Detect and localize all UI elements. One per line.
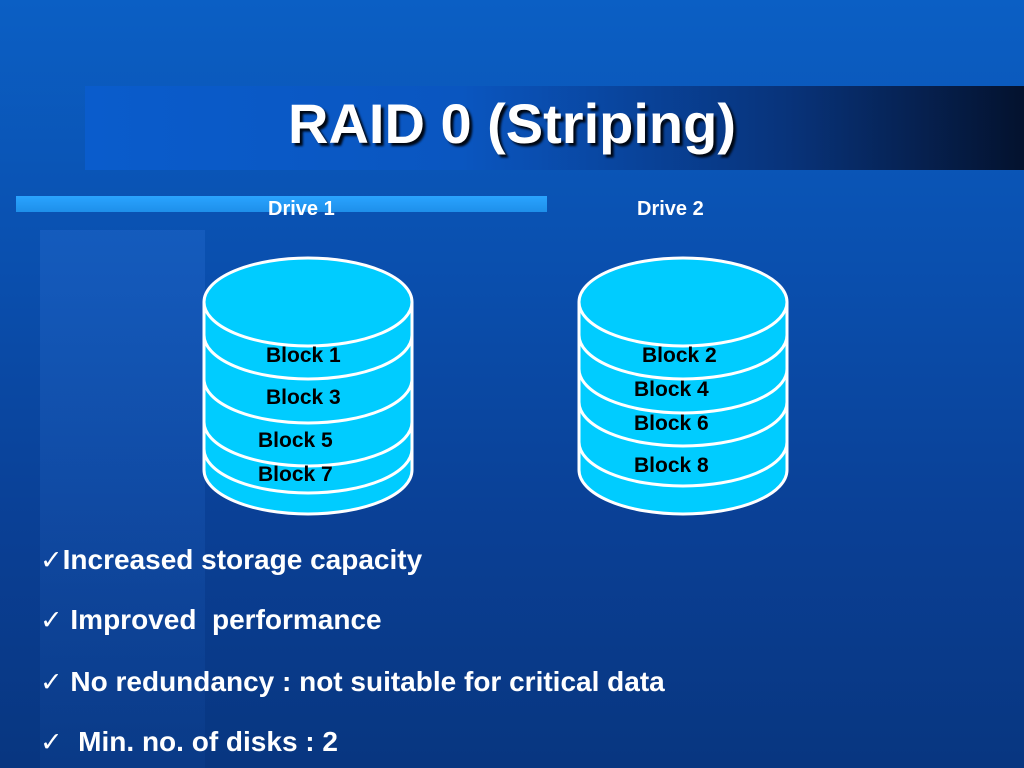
list-item: ✓ Improved performance	[40, 604, 382, 636]
list-item: ✓Increased storage capacity	[40, 544, 422, 576]
checkmark-icon: ✓	[40, 727, 63, 758]
list-item-text: Min. no. of disks : 2	[62, 726, 338, 757]
drive-2-label: Drive 2	[637, 198, 704, 220]
divider-bar	[16, 196, 547, 212]
block-label: Block 8	[634, 454, 709, 477]
list-item-text: No redundancy : not suitable for critica…	[62, 666, 665, 697]
block-label: Block 7	[258, 463, 333, 486]
list-item-text: Increased storage capacity	[62, 544, 423, 575]
list-item: ✓ Min. no. of disks : 2	[40, 726, 338, 758]
checkmark-icon: ✓	[40, 605, 63, 636]
drive-1-label: Drive 1	[268, 198, 335, 220]
block-label: Block 6	[634, 412, 709, 435]
slide-title: RAID 0 (Striping)	[288, 92, 736, 155]
drive-2-disk-icon: Block 2 Block 4 Block 6 Block 8	[577, 256, 789, 516]
block-label: Block 4	[634, 378, 709, 401]
title-band	[85, 86, 1024, 170]
block-label: Block 3	[266, 386, 341, 409]
list-item: ✓ No redundancy : not suitable for criti…	[40, 666, 665, 698]
block-label: Block 5	[258, 429, 333, 452]
block-label: Block 2	[642, 344, 717, 367]
block-label: Block 1	[266, 344, 341, 367]
background-panel	[40, 230, 205, 768]
checkmark-icon: ✓	[40, 667, 63, 698]
drive-1-disk-icon: Block 1 Block 3 Block 5 Block 7	[202, 256, 414, 516]
list-item-text: Improved performance	[62, 604, 382, 635]
checkmark-icon: ✓	[40, 545, 63, 576]
